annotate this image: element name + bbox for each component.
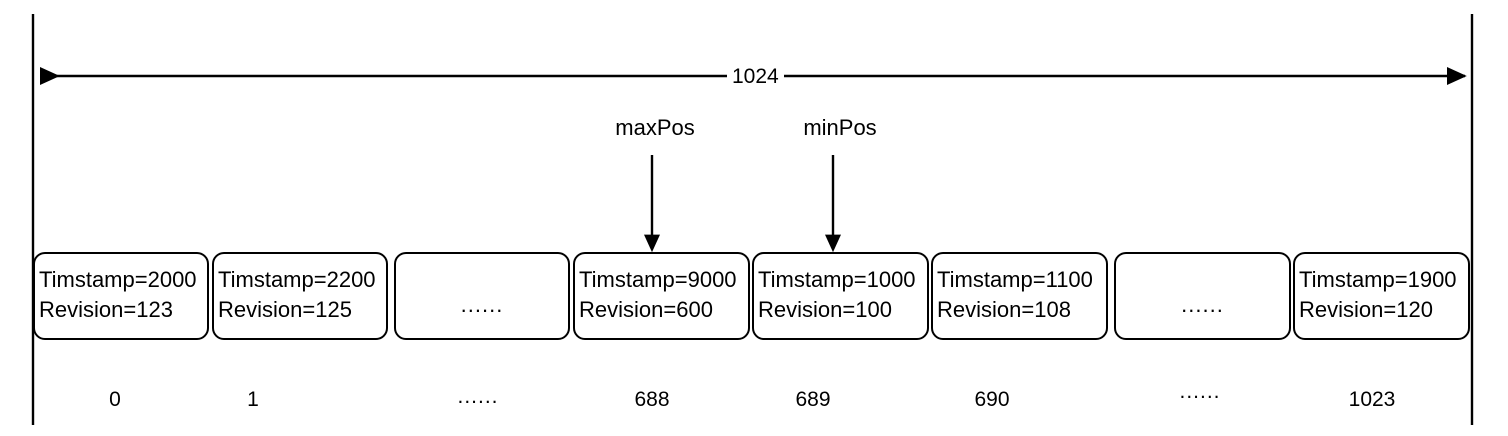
slot-index-label: ...... xyxy=(457,385,499,408)
slot-box[interactable]: Timstamp=1900 Revision=120 xyxy=(1293,252,1470,340)
slot-timestamp-line: Timstamp=2000 xyxy=(39,267,197,292)
slot-box[interactable]: Timstamp=9000 Revision=600 xyxy=(573,252,750,340)
slot-ellipsis-text: ...... xyxy=(460,292,504,317)
span-size-label: 1024 xyxy=(727,66,784,87)
slot-box-ellipsis[interactable]: ...... xyxy=(394,252,570,340)
minpos-label: minPos xyxy=(803,115,877,140)
slot-timestamp-line: Timstamp=2200 xyxy=(218,267,376,292)
slot-revision-line: Revision=100 xyxy=(758,297,892,322)
slot-timestamp-line: Timstamp=1000 xyxy=(758,267,916,292)
slot-revision-line: Revision=125 xyxy=(218,297,352,322)
slot-revision-line: Revision=108 xyxy=(937,297,1071,322)
slot-index-label: ...... xyxy=(1179,380,1221,403)
slot-box[interactable]: Timstamp=1100 Revision=108 xyxy=(931,252,1108,340)
slot-timestamp-line: Timstamp=9000 xyxy=(579,267,737,292)
slot-record-text: Timstamp=1000 Revision=100 xyxy=(758,265,916,325)
slot-box[interactable]: Timstamp=1000 Revision=100 xyxy=(752,252,929,340)
slot-revision-line: Revision=123 xyxy=(39,297,173,322)
slot-index-label: 1 xyxy=(247,388,259,411)
slot-record-text: Timstamp=9000 Revision=600 xyxy=(579,265,737,325)
slot-timestamp-line: Timstamp=1100 xyxy=(937,267,1093,292)
slot-index-label: 690 xyxy=(974,388,1010,411)
slot-index-label: 0 xyxy=(109,388,121,411)
slot-timestamp-line: Timstamp=1900 xyxy=(1299,267,1457,292)
slot-revision-line: Revision=120 xyxy=(1299,297,1433,322)
slot-ellipsis-text: ...... xyxy=(1181,292,1224,317)
slot-revision-line: Revision=600 xyxy=(579,297,713,322)
slot-index-label: 1023 xyxy=(1348,388,1396,411)
slot-box[interactable]: Timstamp=2000 Revision=123 xyxy=(33,252,209,340)
slot-box-ellipsis[interactable]: ...... xyxy=(1114,252,1291,340)
slot-record-text: Timstamp=1900 Revision=120 xyxy=(1299,265,1457,325)
slot-box[interactable]: Timstamp=2200 Revision=125 xyxy=(212,252,388,340)
slot-index-label: 689 xyxy=(795,388,831,411)
slot-record-text: Timstamp=2200 Revision=125 xyxy=(218,265,376,325)
slot-index-label: 688 xyxy=(634,388,670,411)
maxpos-label: maxPos xyxy=(615,115,695,140)
slot-record-text: Timstamp=2000 Revision=123 xyxy=(39,265,197,325)
slot-record-text: Timstamp=1100 Revision=108 xyxy=(937,265,1093,325)
